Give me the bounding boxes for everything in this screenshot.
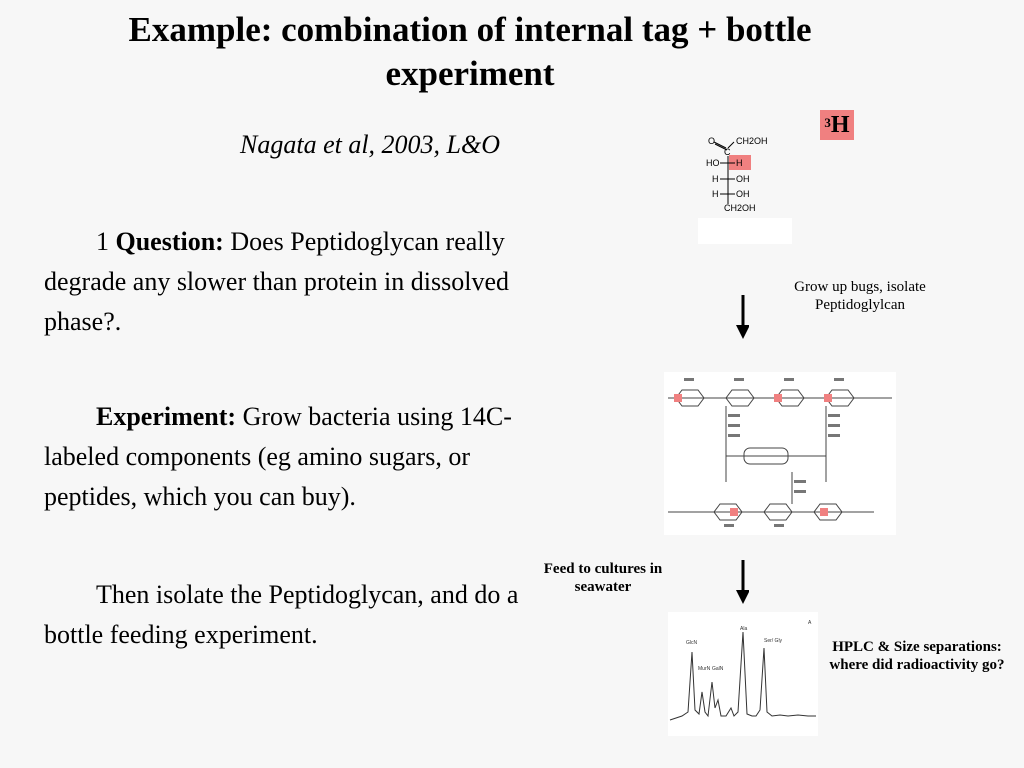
row3-right: OH [736, 189, 750, 199]
question-number: 1 [96, 227, 109, 256]
procedure-text: Then isolate the Peptidoglycan, and do a… [44, 580, 519, 649]
down-arrow-icon [736, 295, 749, 339]
row1-left: HO [706, 158, 720, 168]
citation: Nagata et al, 2003, L&O [240, 130, 501, 159]
bottom-group: CH2OH [724, 203, 756, 213]
peak-label: MurN [698, 666, 711, 672]
down-arrow-icon [736, 560, 749, 604]
question-paragraph: 1 Question: Does Peptidoglycan really de… [44, 222, 544, 342]
sugar-structure-diagram: O CH2OH C HO H H OH H OH CH2OH [698, 136, 792, 244]
isotope-mass: 3 [824, 115, 831, 130]
experiment-paragraph: Experiment: Grow bacteria using 14C- lab… [44, 397, 544, 517]
question-label: Question: [115, 227, 224, 256]
row2-left: H [712, 174, 719, 184]
slide-title: Example: combination of internal tag + b… [128, 10, 812, 93]
step3-caption: HPLC & Size separations: where did radio… [829, 639, 1005, 673]
hplc-chromatogram: GlcN MurN GalN Ala Ser/ Gly A [668, 612, 818, 736]
row1-right: H [736, 158, 743, 168]
peptidoglycan-structure-diagram [664, 372, 896, 535]
chromatogram-trace [669, 631, 816, 721]
carbon-label: C [724, 147, 731, 157]
peak-label: GlcN [686, 640, 698, 646]
peak-label: Ser/ Gly [764, 638, 783, 644]
peak-label: GalN [712, 666, 724, 672]
question-text: Does Peptidoglycan really degrade any sl… [44, 227, 509, 336]
top-chain-group: CH2OH [736, 136, 768, 146]
peak-label: Ala [740, 626, 747, 632]
step2-caption: Feed to cultures in seawater [543, 561, 663, 595]
row2-right: OH [736, 174, 750, 184]
experiment-text: Grow bacteria using 14C- labeled compone… [44, 402, 512, 511]
tritium-highlight [729, 155, 751, 170]
panel-letter: A [808, 620, 812, 626]
isotope-element: H [830, 112, 850, 138]
tritium-label-badge: 3H [820, 110, 854, 140]
carbonyl-oxygen: O [708, 136, 715, 146]
row3-left: H [712, 189, 719, 199]
experiment-label: Experiment: [96, 402, 237, 431]
procedure-paragraph: Then isolate the Peptidoglycan, and do a… [44, 575, 544, 655]
step1-caption: Grow up bugs, isolate Peptidoglylcan [794, 279, 926, 313]
